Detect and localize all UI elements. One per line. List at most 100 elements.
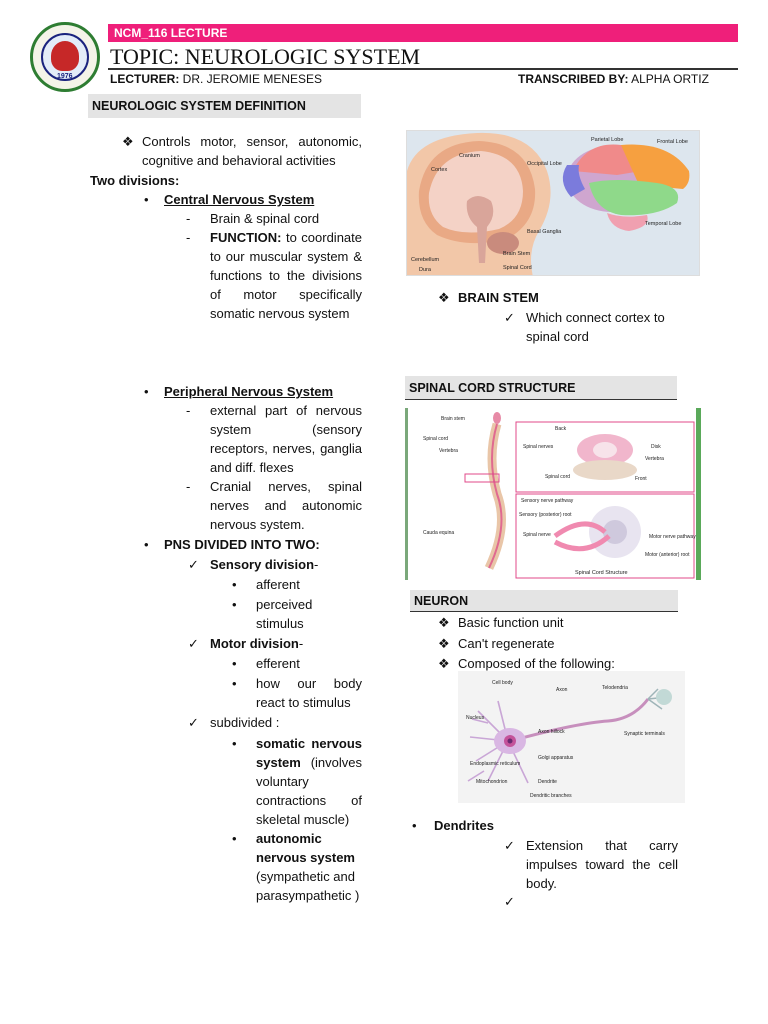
inset-label-spinalcord: Spinal cord (545, 474, 570, 480)
definition-text: Controls motor, sensor, autonomic, cogni… (142, 134, 362, 168)
autonomic-item: autonomic nervous system (sympathetic an… (256, 829, 364, 905)
dash-icon: - (186, 211, 191, 226)
lecturer-line: LECTURER: DR. JEROMIE MENESES (110, 72, 322, 86)
cns-function: FUNCTION: to coordinate to our muscular … (210, 228, 362, 323)
bullet-icon: • (144, 192, 149, 207)
neuron-label-cellbody: Cell body (492, 680, 513, 686)
bullet-icon: • (232, 577, 237, 592)
perceived-text: perceived stimulus (256, 597, 313, 631)
label-occipital: Occipital Lobe (527, 161, 562, 167)
inset-label-spinalnerve: Spinal nerve (523, 532, 551, 538)
sensory-dash: - (314, 557, 319, 572)
pns-cranial-text: Cranial nerves, spinal nerves and autono… (210, 479, 362, 532)
inset-label-sensroot: Sensory (posterior) root (519, 512, 572, 518)
inset-label-pathway: Sensory nerve pathway (521, 498, 574, 504)
diamond-bullet-icon: ❖ (438, 615, 450, 630)
sensory-label: Sensory division (210, 557, 315, 572)
dendrites-title: Dendrites (434, 818, 494, 833)
somatic-label: somatic nervous system (256, 736, 362, 770)
diamond-bullet-icon: ❖ (438, 656, 450, 671)
neuron-diagram: Cell body Axon Telodendria Nucleus Axon … (458, 671, 685, 803)
spine-label-cauda: Cauda equina (423, 530, 454, 536)
function-label: FUNCTION: (210, 230, 282, 245)
label-cortex: Cortex (431, 167, 447, 173)
inset-label-back: Back (555, 426, 567, 432)
subdivided-text: subdivided : (210, 715, 280, 730)
check-icon: ✓ (188, 636, 199, 651)
motor-label: Motor division (210, 636, 299, 651)
inset-label-motorroot: Motor (anterior) root (645, 552, 690, 558)
autonomic-label: autonomic nervous system (256, 831, 355, 865)
title-divider (108, 68, 738, 70)
pns-external-text: external part of nervous system (sensory… (210, 403, 362, 475)
neuron-label-dendrite: Dendrite (538, 779, 557, 785)
label-dura: Dura (419, 267, 432, 273)
check-icon: ✓ (504, 310, 515, 325)
check-icon: ✓ (504, 894, 515, 909)
transcriber-label: TRANSCRIBED BY: (518, 72, 629, 86)
bullet-icon: • (232, 597, 237, 612)
dash-icon: - (186, 230, 191, 245)
spine-label-spinalcord: Spinal cord (423, 436, 448, 442)
lecturer-name: DR. JEROMIE MENESES (179, 72, 323, 86)
pns-title: Peripheral Nervous System (164, 384, 334, 399)
check-icon: ✓ (504, 838, 515, 853)
neuron-label-golgi: Golgi apparatus (538, 755, 574, 761)
label-frontal: Frontal Lobe (657, 139, 688, 145)
school-seal-logo: 1976 (30, 22, 100, 92)
dash-icon: - (186, 479, 191, 494)
spinal-illustration: Brain stem Spinal cord Vertebra Cauda eq… (405, 408, 701, 580)
bullet-icon: • (412, 818, 417, 833)
diamond-bullet-icon: ❖ (122, 134, 134, 149)
bullet-icon: • (232, 676, 237, 691)
neuron-label-er: Endoplasmic reticulum (470, 761, 520, 767)
two-divisions-label: Two divisions: (90, 173, 180, 188)
definition-section-header: NEUROLOGIC SYSTEM DEFINITION (88, 94, 361, 118)
inset-caption: Spinal Cord Structure (575, 570, 628, 576)
inset-label-motorpath: Motor nerve pathway (649, 534, 696, 540)
bullet-icon: • (144, 537, 149, 552)
neuron-item-3: Composed of the following: (458, 656, 615, 671)
label-brainstem: Brain Stem (503, 251, 531, 257)
afferent-text: afferent (256, 577, 300, 592)
neuron-label-nucleus: Nucleus (466, 715, 485, 721)
inset-label-disk: Disk (651, 444, 661, 450)
neuron-item-2: Can't regenerate (458, 636, 555, 651)
neuron-item-1: Basic function unit (458, 615, 564, 630)
cns-brain-text: Brain & spinal cord (210, 211, 320, 226)
neuron-label-hillock: Axon hillock (538, 729, 565, 735)
label-spinalcord: Spinal Cord (503, 265, 532, 271)
seal-year: 1976 (57, 73, 73, 80)
spine-label-vertebra: Vertebra (439, 448, 458, 454)
brain-diagram: Cranium Cortex Occipital Lobe Parietal L… (406, 130, 700, 276)
brain-illustration: Cranium Cortex Occipital Lobe Parietal L… (407, 131, 699, 275)
efferent-text: efferent (256, 656, 300, 671)
neuron-label-branches: Dendritic branches (530, 793, 572, 799)
inset-label-spinalnerves: Spinal nerves (523, 444, 554, 450)
diamond-bullet-icon: ❖ (438, 290, 450, 305)
neuron-section-header: NEURON (410, 590, 678, 612)
dendrites-text: Extension that carry impulses toward the… (526, 838, 678, 891)
somatic-item: somatic nervous system (involves volunta… (256, 734, 362, 829)
page-title: TOPIC: NEUROLOGIC SYSTEM (110, 44, 421, 69)
transcriber-line: TRANSCRIBED BY: ALPHA ORTIZ (518, 72, 709, 86)
cns-title: Central Nervous System (164, 192, 315, 207)
bullet-icon: • (232, 656, 237, 671)
brain-stem-text: Which connect cortex to spinal cord (526, 310, 665, 344)
dash-icon: - (186, 403, 191, 418)
check-icon: ✓ (188, 557, 199, 572)
label-cerebellum: Cerebellum (411, 257, 440, 263)
label-basal: Basal Ganglia (527, 229, 562, 235)
lecturer-label: LECTURER: (110, 72, 180, 86)
transcriber-name: ALPHA ORTIZ (628, 72, 709, 86)
motor-division: Motor division- (210, 634, 303, 653)
spine-label-brainstem: Brain stem (441, 416, 465, 422)
inset-label-vertebra: Vertebra (645, 456, 664, 462)
label-temporal: Temporal Lobe (645, 221, 681, 227)
neuron-label-mito: Mitochondrion (476, 779, 508, 785)
label-cranium: Cranium (459, 153, 480, 159)
spinal-section-header: SPINAL CORD STRUCTURE (405, 376, 677, 400)
sensory-division: Sensory division- (210, 555, 318, 574)
diamond-bullet-icon: ❖ (438, 636, 450, 651)
check-icon: ✓ (188, 715, 199, 730)
